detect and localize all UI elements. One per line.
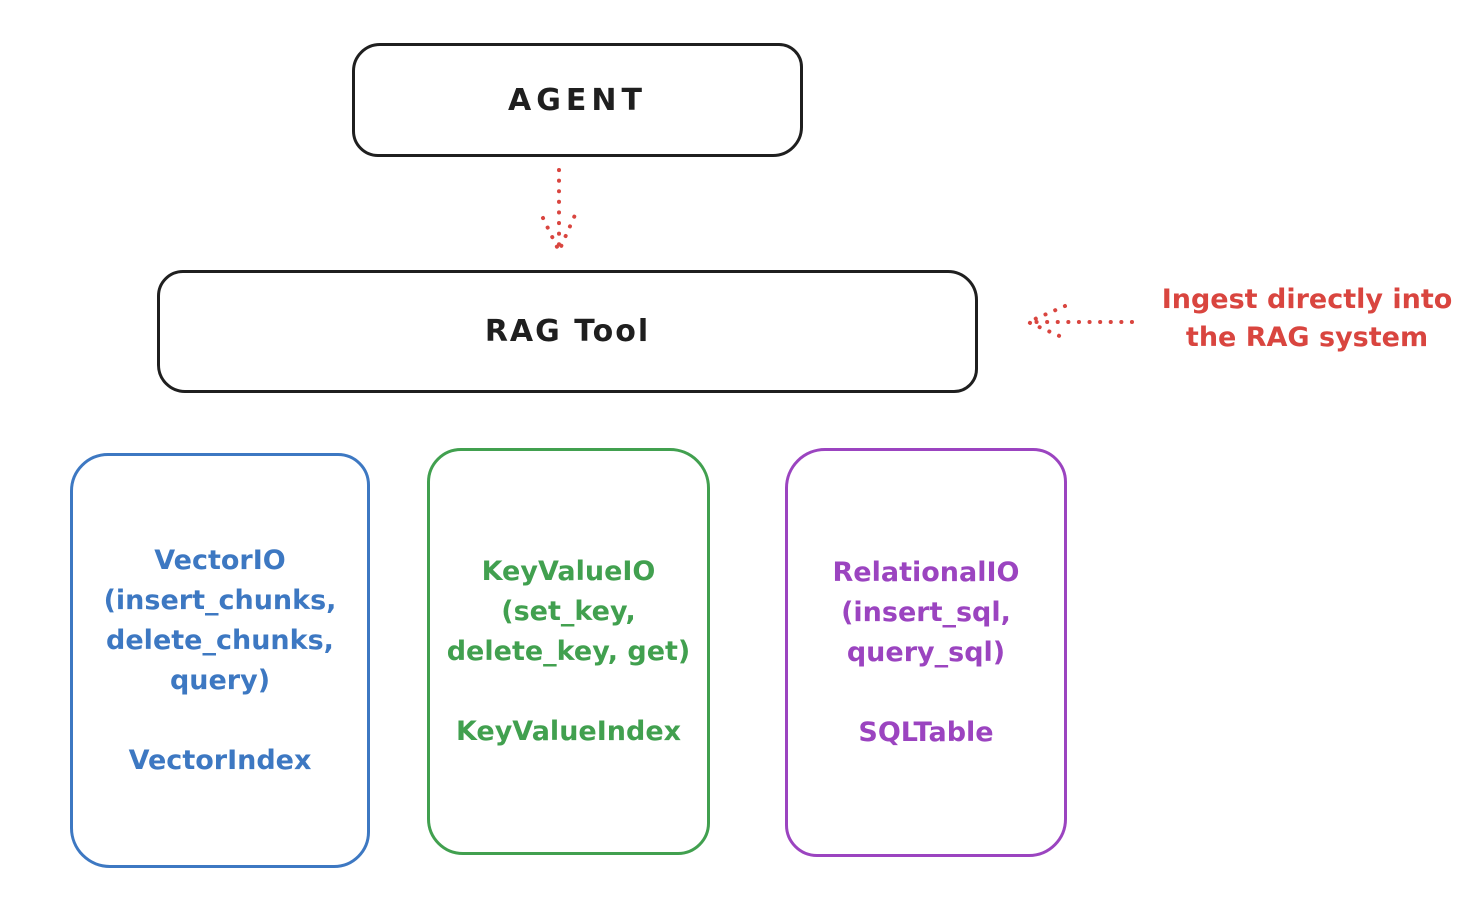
- vector-io-card: VectorIO (insert_chunks, delete_chunks, …: [70, 453, 370, 868]
- ingest-annotation: Ingest directly into the RAG system: [1161, 284, 1453, 353]
- key-value-io-methods: KeyValueIO (set_key, delete_key, get): [446, 555, 691, 667]
- vector-index-label: VectorIndex: [128, 744, 312, 776]
- vector-io-methods: VectorIO (insert_chunks, delete_chunks, …: [103, 544, 337, 696]
- key-value-index-label: KeyValueIndex: [455, 715, 682, 747]
- agent-to-rag-arrow: [541, 168, 577, 253]
- ingest-arrowhead-icon: [1026, 304, 1067, 340]
- agent-to-rag-arrowhead-icon: [541, 213, 577, 253]
- rag-tool-node-label: RAG Tool: [484, 314, 651, 349]
- agent-node: AGENT: [352, 43, 803, 157]
- ingest-arrow: [1026, 304, 1134, 340]
- key-value-io-card: KeyValueIO (set_key, delete_key, get) Ke…: [427, 448, 710, 855]
- sql-table-label: SQLTable: [858, 716, 994, 748]
- agent-node-label: AGENT: [508, 82, 647, 118]
- relational-io-card: RelationalIO (insert_sql, query_sql) SQL…: [785, 448, 1067, 857]
- rag-tool-node: RAG Tool: [157, 270, 978, 393]
- relational-io-methods: RelationalIO (insert_sql, query_sql): [832, 556, 1020, 668]
